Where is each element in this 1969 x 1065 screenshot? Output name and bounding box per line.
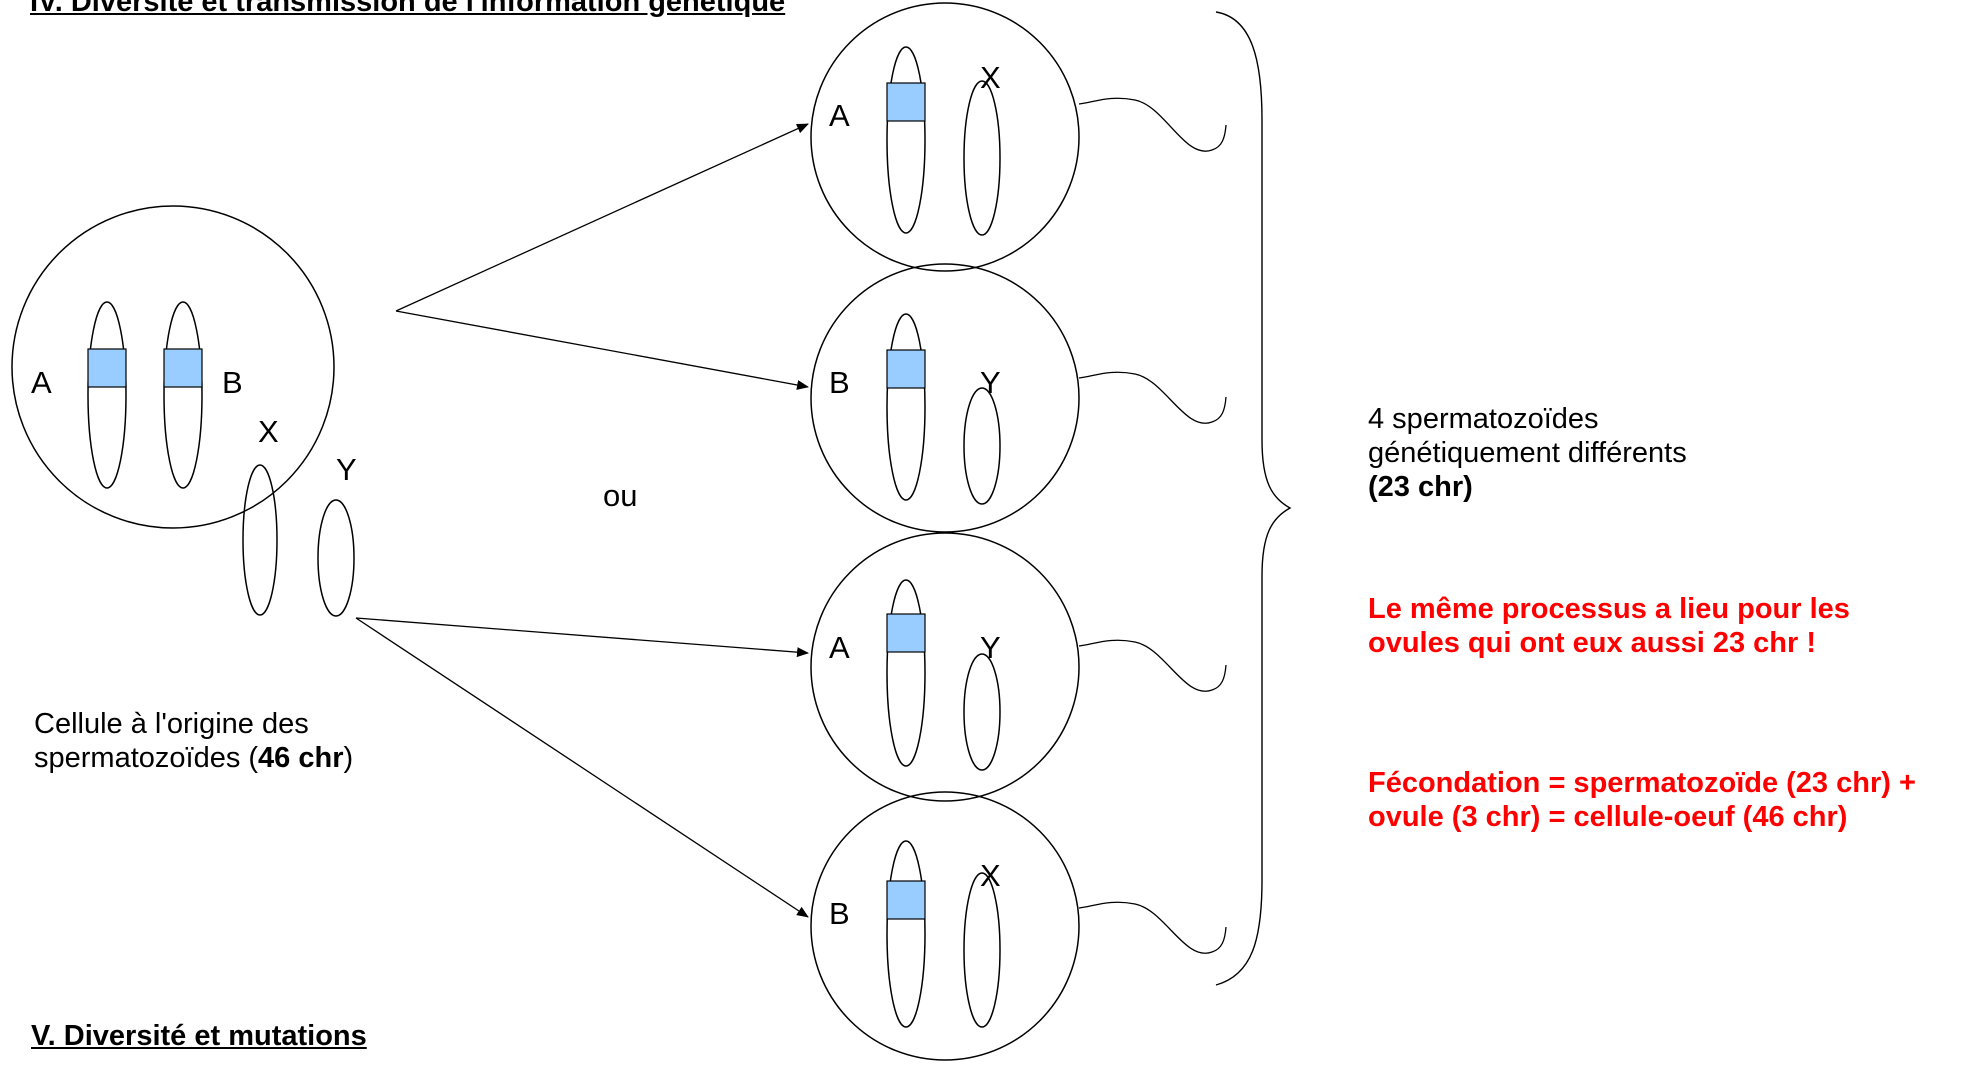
gamete-4-sex-label: X: [980, 858, 1001, 893]
grouping-brace: [1215, 11, 1292, 986]
gamete-1-gene-band: [886, 82, 926, 122]
label-y: Y: [336, 452, 357, 487]
gene-band-b: [163, 348, 203, 388]
result-line3: (23 chr): [1368, 471, 1473, 503]
gamete-1-membrane: [810, 2, 1080, 272]
gamete-4-sex-chromosome: [963, 872, 1001, 1028]
arrow-to-gamete-1: [395, 123, 809, 312]
origin-caption-line2: spermatozoïdes (46 chr): [34, 741, 353, 775]
chromosome-y: [317, 499, 355, 617]
section-heading-iv: IV. Diversité et transmission de l'infor…: [30, 0, 786, 18]
gamete-4: B X: [810, 791, 1227, 1061]
gamete-2-gene-band: [886, 349, 926, 389]
section-heading-v: V. Diversité et mutations: [31, 1020, 367, 1052]
chromosome-x: [242, 464, 278, 616]
origin-caption-count: 46 chr: [258, 742, 344, 774]
label-x: X: [258, 414, 279, 449]
origin-caption-line1: Cellule à l'origine des: [34, 708, 309, 740]
chromosome-a: [87, 301, 127, 489]
gamete-3-tail: [1078, 639, 1227, 692]
gamete-4-tail: [1078, 901, 1227, 954]
label-b: B: [222, 365, 243, 400]
gamete-2-autosome-label: B: [829, 365, 850, 400]
gamete-1-autosome: [886, 46, 926, 234]
gamete-2-sex-chromosome: [963, 387, 1001, 505]
gamete-2: B Y: [810, 263, 1227, 533]
gamete-3-sex-chromosome: [963, 653, 1001, 771]
gamete-3-autosome-label: A: [829, 630, 850, 665]
gamete-3-gene-band: [886, 613, 926, 653]
arrows: [355, 123, 809, 918]
or-label: ou: [603, 478, 637, 513]
arrow-to-gamete-3: [355, 617, 809, 658]
gamete-1-tail: [1078, 97, 1227, 152]
origin-cell-membrane: [11, 205, 335, 529]
gamete-4-autosome: [886, 840, 926, 1028]
gamete-4-gene-band: [886, 880, 926, 920]
gamete-2-membrane: [810, 263, 1080, 533]
gamete-1-autosome-label: A: [829, 98, 850, 133]
gamete-3-membrane: [810, 532, 1080, 802]
result-line1: 4 spermatozoïdes: [1368, 403, 1599, 435]
chromosome-b: [163, 301, 203, 489]
gamete-1-sex-chromosome: [963, 80, 1001, 236]
origin-cell: A B X Y: [11, 205, 357, 617]
gamete-3-autosome: [886, 579, 926, 767]
arrow-to-gamete-4: [355, 617, 809, 918]
result-label: 4 spermatozoïdes génétiquement différent…: [1368, 402, 1687, 504]
arrow-to-gamete-2: [395, 310, 809, 390]
gamete-2-autosome: [886, 313, 926, 501]
gamete-2-sex-label: Y: [980, 365, 1001, 400]
gamete-4-autosome-label: B: [829, 896, 850, 931]
gamete-1: A X: [810, 2, 1227, 272]
label-a: A: [31, 365, 52, 400]
gamete-3-sex-label: Y: [980, 630, 1001, 665]
origin-caption-suffix: ): [343, 742, 354, 774]
gamete-2-tail: [1078, 371, 1227, 424]
gamete-4-membrane: [810, 791, 1080, 1061]
origin-cell-caption: Cellule à l'origine des spermatozoïdes (…: [34, 707, 353, 775]
ovule-note: Le même processus a lieu pour les ovules…: [1368, 593, 1850, 659]
origin-caption-prefix: spermatozoïdes (: [34, 742, 259, 774]
gene-band-a: [87, 348, 127, 388]
result-line2: génétiquement différents: [1368, 437, 1687, 469]
gamete-3: A Y: [810, 532, 1227, 802]
gamete-1-sex-label: X: [980, 60, 1001, 95]
fecondation-note: Fécondation = spermatozoïde (23 chr) + o…: [1368, 767, 1916, 833]
